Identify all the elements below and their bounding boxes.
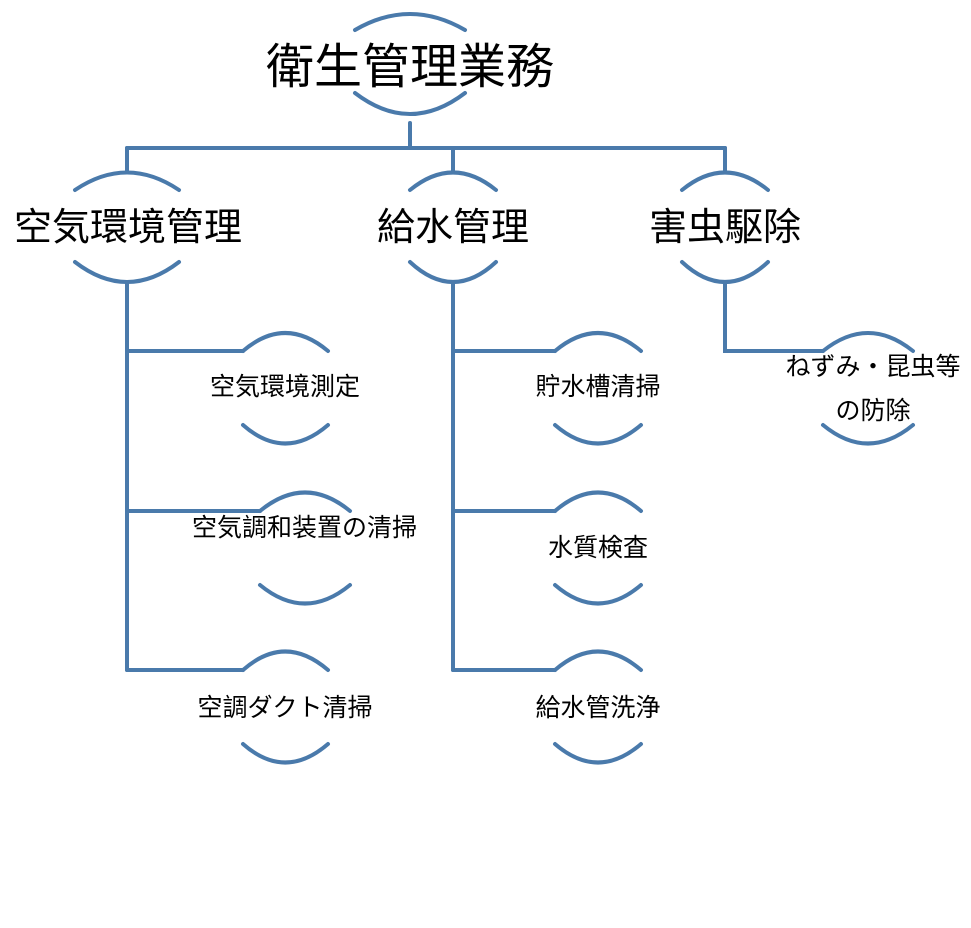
pest-item-1-label: ねずみ・昆虫等の防除 <box>785 352 961 425</box>
water-item-3-label: 給水管洗浄 <box>535 693 661 722</box>
water-item-2-label: 水質検査 <box>547 533 648 562</box>
pest-top-arc <box>680 170 770 192</box>
air-item-3-top-arc <box>241 649 330 672</box>
root-bottom-arc <box>353 91 467 116</box>
water-item-3-top-arc <box>553 649 643 672</box>
pest-item-1-top-arc <box>821 331 915 353</box>
pest-item-1-bottom-arc <box>821 423 915 446</box>
air-bottom-arc <box>73 260 181 284</box>
root-node-label: 衛生管理業務 <box>265 39 554 95</box>
water-item-1-label: 貯水槽清掃 <box>535 372 661 401</box>
air-item-2-top-arc <box>258 490 352 513</box>
air-item-2-label: 空気調和装置の清掃 <box>191 513 417 542</box>
pest-bottom-arc <box>680 260 770 284</box>
water-item-3-bottom-arc <box>553 742 643 765</box>
category-air-label: 空気環境管理 <box>13 205 242 249</box>
connector-pest-spine <box>723 281 825 353</box>
air-top-arc <box>73 170 181 192</box>
air-item-1-label: 空気環境測定 <box>209 372 360 401</box>
air-item-2-bottom-arc <box>258 583 352 606</box>
water-item-2-bottom-arc <box>553 583 643 606</box>
water-top-arc <box>408 170 498 192</box>
air-item-1-top-arc <box>241 331 330 353</box>
category-water-label: 給水管理 <box>376 205 529 249</box>
root-top-arc <box>353 12 467 32</box>
air-item-1-bottom-arc <box>241 423 330 446</box>
air-item-3-label: 空調ダクト清掃 <box>197 693 373 722</box>
water-item-1-bottom-arc <box>553 423 643 446</box>
water-item-1-top-arc <box>553 331 643 353</box>
air-item-3-bottom-arc <box>241 742 330 765</box>
category-pest-label: 害虫駆除 <box>648 205 801 249</box>
water-bottom-arc <box>408 260 498 284</box>
water-item-2-top-arc <box>553 490 643 513</box>
